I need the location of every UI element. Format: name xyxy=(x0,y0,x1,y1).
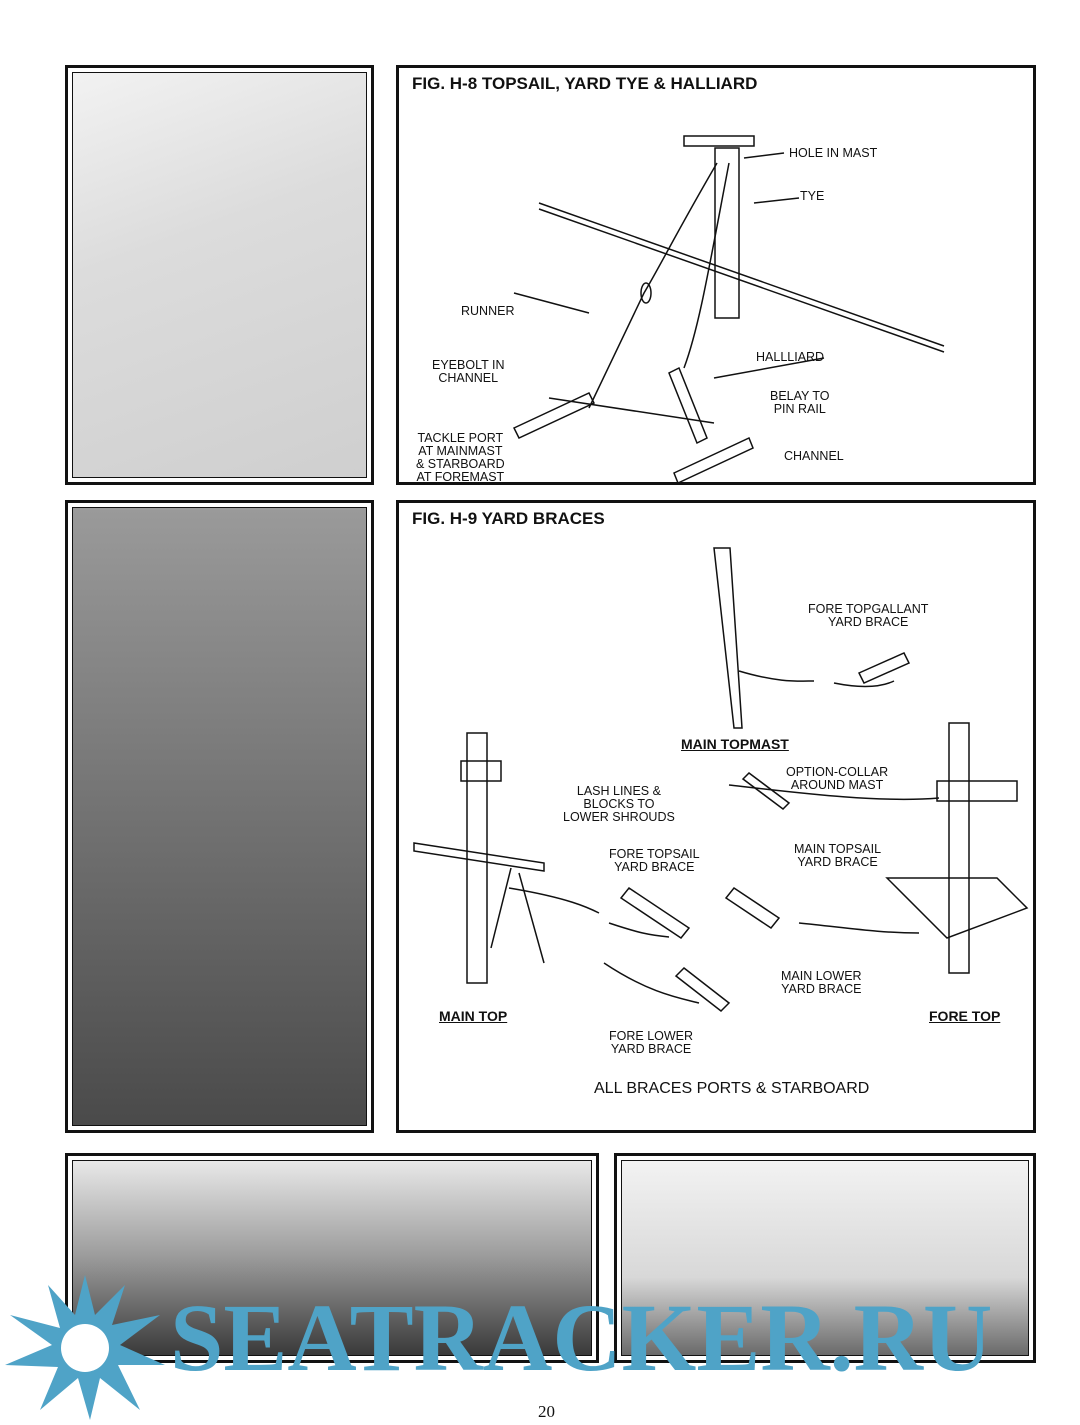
label-main-top: MAIN TOP xyxy=(439,1008,508,1024)
photo-bowsprit xyxy=(614,1153,1036,1363)
figure-h8: FIG. H-8 TOPSAIL, YARD TYE & HALLIARD HO… xyxy=(396,65,1036,485)
label-main-topsail-yard-brace: MAIN TOPSAIL YARD BRACE xyxy=(794,842,882,869)
braces-note: ALL BRACES PORTS & STARBOARD xyxy=(594,1080,870,1097)
label-fore-topgallant-yard-brace: FORE TOPGALLANT YARD BRACE xyxy=(808,602,929,629)
label-belay: BELAY TO PIN RAIL xyxy=(770,389,830,416)
label-fore-lower-yard-brace: FORE LOWER YARD BRACE xyxy=(609,1029,694,1056)
figure-h8-title: FIG. H-8 TOPSAIL, YARD TYE & HALLIARD xyxy=(412,74,758,93)
label-lash-lines: LASH LINES & BLOCKS TO LOWER SHROUDS xyxy=(563,784,675,824)
page-number: 20 xyxy=(538,1402,555,1421)
photo-mast-rigging xyxy=(65,65,374,485)
figure-h9-title: FIG. H-9 YARD BRACES xyxy=(412,509,605,528)
photo-deck-bow xyxy=(65,500,374,1133)
label-fore-top: FORE TOP xyxy=(929,1008,1001,1024)
label-runner: RUNNER xyxy=(461,304,515,318)
figure-h9-drawing xyxy=(413,547,1029,1012)
watermark-starburst-icon xyxy=(5,1275,165,1420)
label-eyebolt: EYEBOLT IN CHANNEL xyxy=(432,358,505,385)
label-fore-topsail-yard-brace: FORE TOPSAIL YARD BRACE xyxy=(609,847,700,874)
label-option-collar: OPTION-COLLAR AROUND MAST xyxy=(786,765,889,792)
label-main-lower-yard-brace: MAIN LOWER YARD BRACE xyxy=(781,969,862,996)
label-halliard: HALLLIARD xyxy=(756,350,825,364)
label-hole-in-mast: HOLE IN MAST xyxy=(789,146,878,160)
label-main-topmast: MAIN TOPMAST xyxy=(681,736,789,752)
figure-h8-drawing xyxy=(512,135,945,485)
figure-h9: FIG. H-9 YARD BRACES FORE TOPGALLANT YAR… xyxy=(396,500,1036,1133)
label-tye: TYE xyxy=(800,189,825,203)
label-tackle: TACKLE PORT AT MAINMAST & STARBOARD AT F… xyxy=(416,431,505,484)
watermark-text: SEATRACKER.RU xyxy=(170,1284,993,1391)
label-channel: CHANNEL xyxy=(784,449,844,463)
photo-deck-blocks xyxy=(65,1153,599,1363)
